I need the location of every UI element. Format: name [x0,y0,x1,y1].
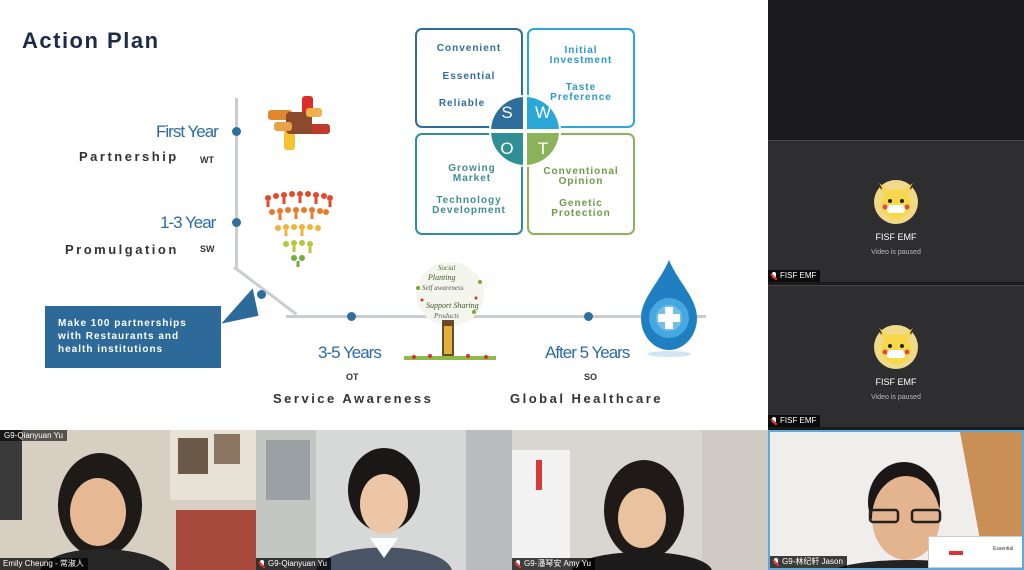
swot-weakness-item: Investment [549,55,613,66]
webcam-person-image [0,430,256,570]
swot-weakness-item: Initial [564,45,598,56]
tree-word: Self awareness [422,284,464,292]
participant-name-tag: FISF EMF [768,270,821,282]
overlay-thumbnail: Essential [928,536,1022,568]
mic-muted-icon [515,560,521,568]
participant-tag-label: Emily Cheung - 常淑人 [3,559,84,568]
pikachu-icon [879,328,913,364]
callout-box: Make 100 partnerships with Restaurants a… [45,306,221,368]
timeline-horizontal-line [286,315,706,318]
participant-name: FISF EMF [875,232,917,242]
callout-tail [215,288,259,324]
timeline-year-after-5: After 5 Years [545,343,630,362]
callout-line: with Restaurants and [58,331,180,342]
pikachu-avatar [874,325,918,369]
timeline-vertical-line [235,98,238,268]
participant-name-tag: G9-潘琴安 Amy Yu [512,558,595,570]
webcam-person-image [256,430,512,570]
swot-opportunity-item: Market [452,173,492,184]
participant-video-tile[interactable]: Essential G9-林纪轩 Jason [768,430,1024,570]
people-funnel-icon [265,191,333,267]
participant-tag-label: G9-Qianyuan Yu [268,559,328,568]
swot-opportunity-item: Growing [448,163,496,174]
tree-word: Support Sharing [426,301,479,310]
timeline-phase-global-healthcare: Global Healthcare [510,391,664,406]
medical-drop-icon [641,260,697,357]
timeline-phase-partnership: Partnership [79,149,179,164]
pikachu-avatar [874,180,918,224]
participant-name-tag: G9-Qianyuan Yu [0,430,68,441]
timeline-code-wt: WT [200,155,214,165]
participant-tag-label: FISF EMF [780,416,817,425]
timeline-dot-after-5-years [584,312,593,321]
tree-word: Social [438,264,456,272]
participant-tag-label: FISF EMF [780,271,817,280]
pikachu-icon [879,183,913,219]
timeline-dot-callout [257,290,266,299]
overlay-label: Essential [993,546,1014,552]
timeline-code-ot: OT [346,372,359,382]
participant-name: FISF EMF [875,377,917,387]
timeline-phase-service-awareness: Service Awareness [273,391,434,406]
participant-video-tile[interactable]: G9-Qianyuan Yu [256,430,512,570]
timeline-code-so: SO [584,372,598,382]
overlay-red-bar [949,551,963,555]
timeline-year-1-3: 1-3 Year [160,213,216,232]
swot-threat-item: Conventional [543,166,619,177]
callout-line: Make 100 partnerships [58,318,187,329]
slide-title: Action Plan [22,28,160,53]
swot-threat-item: Opinion [558,176,604,187]
participant-tag-label: G9-林纪轩 Jason [782,557,843,566]
participant-name-tag: G9-林纪轩 Jason [770,556,847,568]
participant-tile[interactable]: FISF EMF Video is paused FISF EMF [768,140,1024,282]
timeline-code-sw: SW [200,244,215,254]
timeline-dot-1-3-year [232,218,241,227]
mic-muted-icon [771,272,777,280]
hands-partnership-icon [268,96,330,150]
swot-strength-item: Reliable [438,98,486,109]
swot-weakness-item: Preference [550,92,612,103]
swot-weakness-item: Taste [565,82,597,93]
participant-name-tag: FISF EMF [768,415,821,427]
participant-tile[interactable]: FISF EMF Video is paused FISF EMF [768,285,1024,427]
timeline-dot-3-5-years [347,312,356,321]
participant-name-tag: G9-Qianyuan Yu [256,558,332,570]
mic-muted-icon [771,417,777,425]
swot-threat-item: Genetic [559,198,603,209]
timeline-dot-first-year [232,127,241,136]
swot-letter-w: W [525,95,561,131]
swot-threat-item: Protection [551,208,611,219]
swot-strength-item: Essential [442,71,496,82]
shared-slide: Action Plan First Year Partnership WT 1-… [0,0,768,430]
mic-muted-icon [259,560,265,568]
mic-muted-icon [773,558,779,566]
participant-video-tile[interactable]: G9-Qianyuan Yu Emily Cheung - 常淑人 [0,430,256,570]
timeline-year-3-5: 3-5 Years [318,343,382,362]
swot-opportunity-item: Development [432,205,506,216]
webcam-person-image [512,430,768,570]
swot-strength-item: Convenient [436,43,502,54]
participant-name-tag: Emily Cheung - 常淑人 [0,558,88,570]
timeline-year-first: First Year [156,122,219,141]
participant-video-tile[interactable]: G9-潘琴安 Amy Yu [512,430,768,570]
tree-word: Products [433,312,459,320]
word-tree-icon: Social Planting Self awareness Support S… [404,262,496,360]
tree-word: Planting [427,273,456,282]
callout-line: health institutions [58,344,164,355]
participant-tag-label: G9-潘琴安 Amy Yu [524,559,591,568]
timeline-phase-promulgation: Promulgation [65,242,179,257]
swot-opportunity-item: Technology [436,195,502,206]
video-paused-label: Video is paused [871,249,921,256]
video-paused-label: Video is paused [871,394,921,401]
side-empty-tile [768,0,1024,140]
